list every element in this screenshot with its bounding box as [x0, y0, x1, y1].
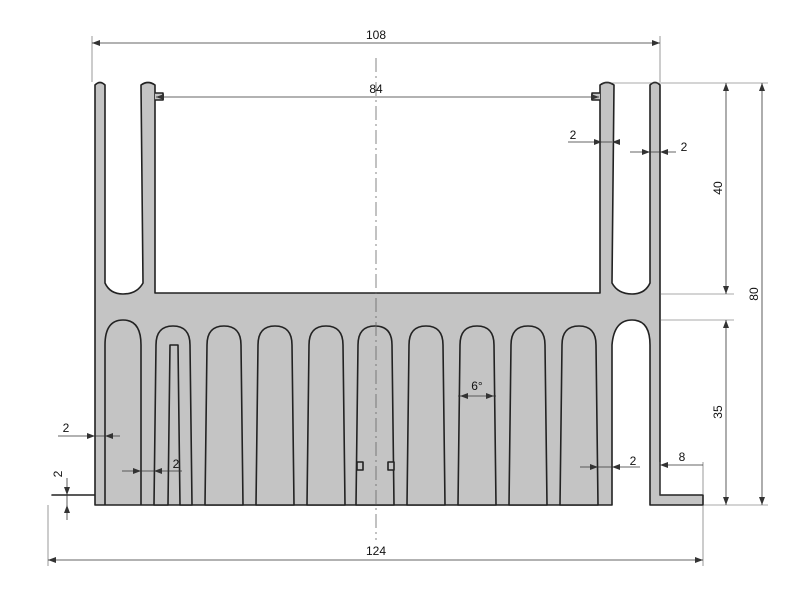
dim-top-width: 108 — [91, 28, 661, 82]
dim-label-80: 80 — [747, 287, 761, 301]
dim-upper-height: 40 — [602, 82, 768, 295]
fin-3 — [255, 325, 295, 506]
dim-wall-top-left: 2 — [568, 128, 620, 145]
dim-total-height: 80 — [747, 83, 765, 505]
dim-label-84: 84 — [369, 82, 383, 96]
dim-inner-width: 84 — [156, 82, 599, 100]
fin-1 — [153, 325, 193, 506]
fin-7 — [457, 325, 497, 506]
dim-lower-height: 35 — [660, 319, 768, 506]
inner-cavity — [156, 86, 599, 292]
fin-9 — [559, 325, 599, 506]
dim-wall-side-left: 2 — [58, 421, 120, 439]
dim-wall-top-right: 2 — [630, 140, 688, 155]
fin-4 — [306, 325, 346, 506]
dim-label-6deg: 6° — [471, 379, 483, 393]
fin-2 — [204, 325, 244, 506]
dim-label-2-a: 2 — [570, 128, 577, 142]
fin-8 — [508, 325, 548, 506]
dim-fin-thickness-right: 2 — [580, 454, 640, 470]
dim-label-8: 8 — [679, 450, 686, 464]
dim-flange-thickness: 2 — [51, 470, 70, 520]
heatsink-profile — [51, 81, 704, 506]
dim-fin-thickness-left: 2 — [122, 457, 182, 474]
center-notch-left — [356, 461, 364, 471]
dim-flange-width: 8 — [659, 450, 704, 495]
dim-label-2-f: 2 — [630, 454, 637, 468]
dim-label-108: 108 — [366, 28, 386, 42]
dim-label-2-d: 2 — [51, 470, 65, 477]
dim-label-2-e: 2 — [173, 457, 180, 471]
dim-label-2-c: 2 — [63, 421, 70, 435]
dim-base-width: 124 — [47, 505, 704, 566]
dim-label-40: 40 — [711, 181, 725, 195]
dim-label-2-b: 2 — [681, 140, 688, 154]
fin-6 — [406, 325, 446, 506]
dim-label-35: 35 — [711, 405, 725, 419]
dim-fin-angle: 6° — [458, 379, 496, 399]
center-notch-right — [387, 461, 395, 471]
dim-label-124: 124 — [366, 544, 386, 558]
fin-5 — [355, 325, 395, 506]
